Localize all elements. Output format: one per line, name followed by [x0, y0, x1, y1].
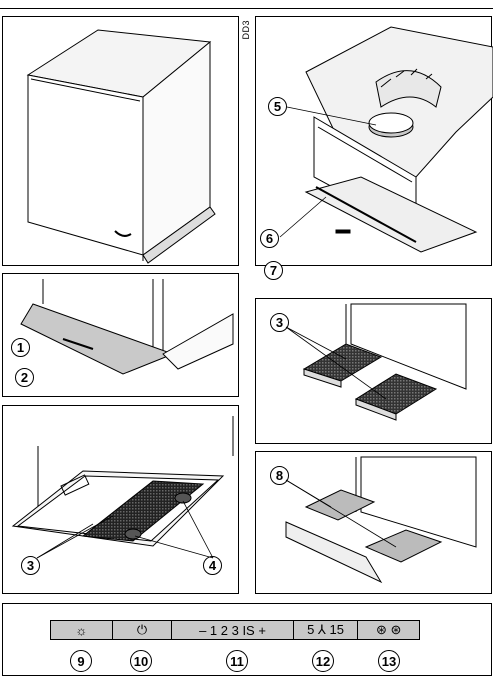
figure-grease-filters: 3	[255, 298, 492, 444]
hood-leader-lines	[36, 500, 214, 559]
figure-hood-underside: 3 4	[2, 405, 239, 594]
figure-panel-pullout: 1 2	[2, 273, 239, 397]
timer-fan-icon: 5 ⅄ 15	[307, 622, 344, 637]
power-button[interactable]: ⏻	[113, 621, 173, 639]
timer-buttons[interactable]: 5 ⅄ 15	[294, 621, 359, 639]
callout-2: 2	[15, 368, 34, 387]
filter-leader-lines	[285, 326, 387, 400]
callout-13: 13	[378, 650, 400, 672]
hood-underside-drawing	[11, 416, 234, 547]
callout-9: 9	[70, 650, 92, 672]
callout-8: 8	[270, 466, 289, 485]
callout-5: 5	[268, 97, 287, 116]
callout-1: 1	[11, 338, 30, 357]
figure-duct-installation: 5 6 7	[255, 16, 493, 280]
cabinet-closed-drawing	[26, 29, 216, 264]
page-number: DD3	[241, 20, 251, 40]
callout-7: 7	[264, 261, 283, 280]
carbon-leader-lines	[285, 479, 397, 548]
callout-11: 11	[226, 650, 248, 672]
light-icon: ☼	[75, 622, 88, 638]
grease-filters-drawing	[302, 303, 467, 421]
control-panel-bar: ☼ ⏻ – 1 2 3 IS + 5 ⅄ 15 ⊛ ⊛	[50, 620, 420, 640]
filter-indicator-icons: ⊛ ⊛	[375, 622, 402, 637]
speed-buttons[interactable]: – 1 2 3 IS +	[172, 621, 294, 639]
duct-installation-drawing	[304, 26, 493, 253]
power-icon: ⏻	[136, 622, 148, 637]
callout-12: 12	[312, 650, 334, 672]
callout-6: 6	[260, 229, 279, 248]
filter-indicators: ⊛ ⊛	[358, 621, 419, 639]
top-rule	[0, 8, 493, 9]
duct-leader-lines	[279, 106, 377, 238]
figure-carbon-filters: 8	[255, 451, 492, 594]
callout-3-hood: 3	[21, 556, 40, 575]
carbon-filters-drawing	[285, 456, 477, 584]
panel-pullout-drawing	[20, 279, 234, 375]
callout-3: 3	[270, 313, 289, 332]
speed-controls: – 1 2 3 IS +	[199, 622, 266, 638]
light-button[interactable]: ☼	[51, 621, 113, 639]
callout-10: 10	[130, 650, 152, 672]
figure-cabinet-closed	[2, 16, 239, 266]
